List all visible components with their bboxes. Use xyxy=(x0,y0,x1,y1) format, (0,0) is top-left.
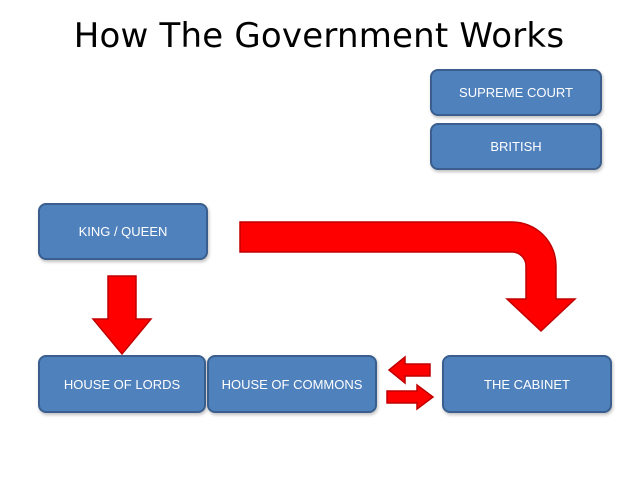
arrow-right-icon xyxy=(386,383,435,411)
british-box: BRITISH xyxy=(430,123,602,170)
king-queen-label: KING / QUEEN xyxy=(78,224,168,239)
arrow-left-icon xyxy=(387,355,431,385)
house-of-lords-label: HOUSE OF LORDS xyxy=(63,376,181,392)
arrow-down-icon xyxy=(91,275,153,356)
page-title: How The Government Works xyxy=(73,16,565,56)
curved-arrow-icon xyxy=(239,221,577,333)
house-of-commons-label: HOUSE OF COMMONS xyxy=(221,376,363,392)
supreme-court-label: SUPREME COURT xyxy=(459,85,573,100)
supreme-court-box: SUPREME COURT xyxy=(430,69,602,116)
the-cabinet-box: THE CABINET xyxy=(442,355,612,413)
king-queen-box: KING / QUEEN xyxy=(38,203,208,260)
house-of-commons-box: HOUSE OF COMMONS xyxy=(207,355,377,413)
british-label: BRITISH xyxy=(490,139,542,154)
house-of-lords-box: HOUSE OF LORDS xyxy=(38,355,206,413)
the-cabinet-label: THE CABINET xyxy=(484,376,570,392)
